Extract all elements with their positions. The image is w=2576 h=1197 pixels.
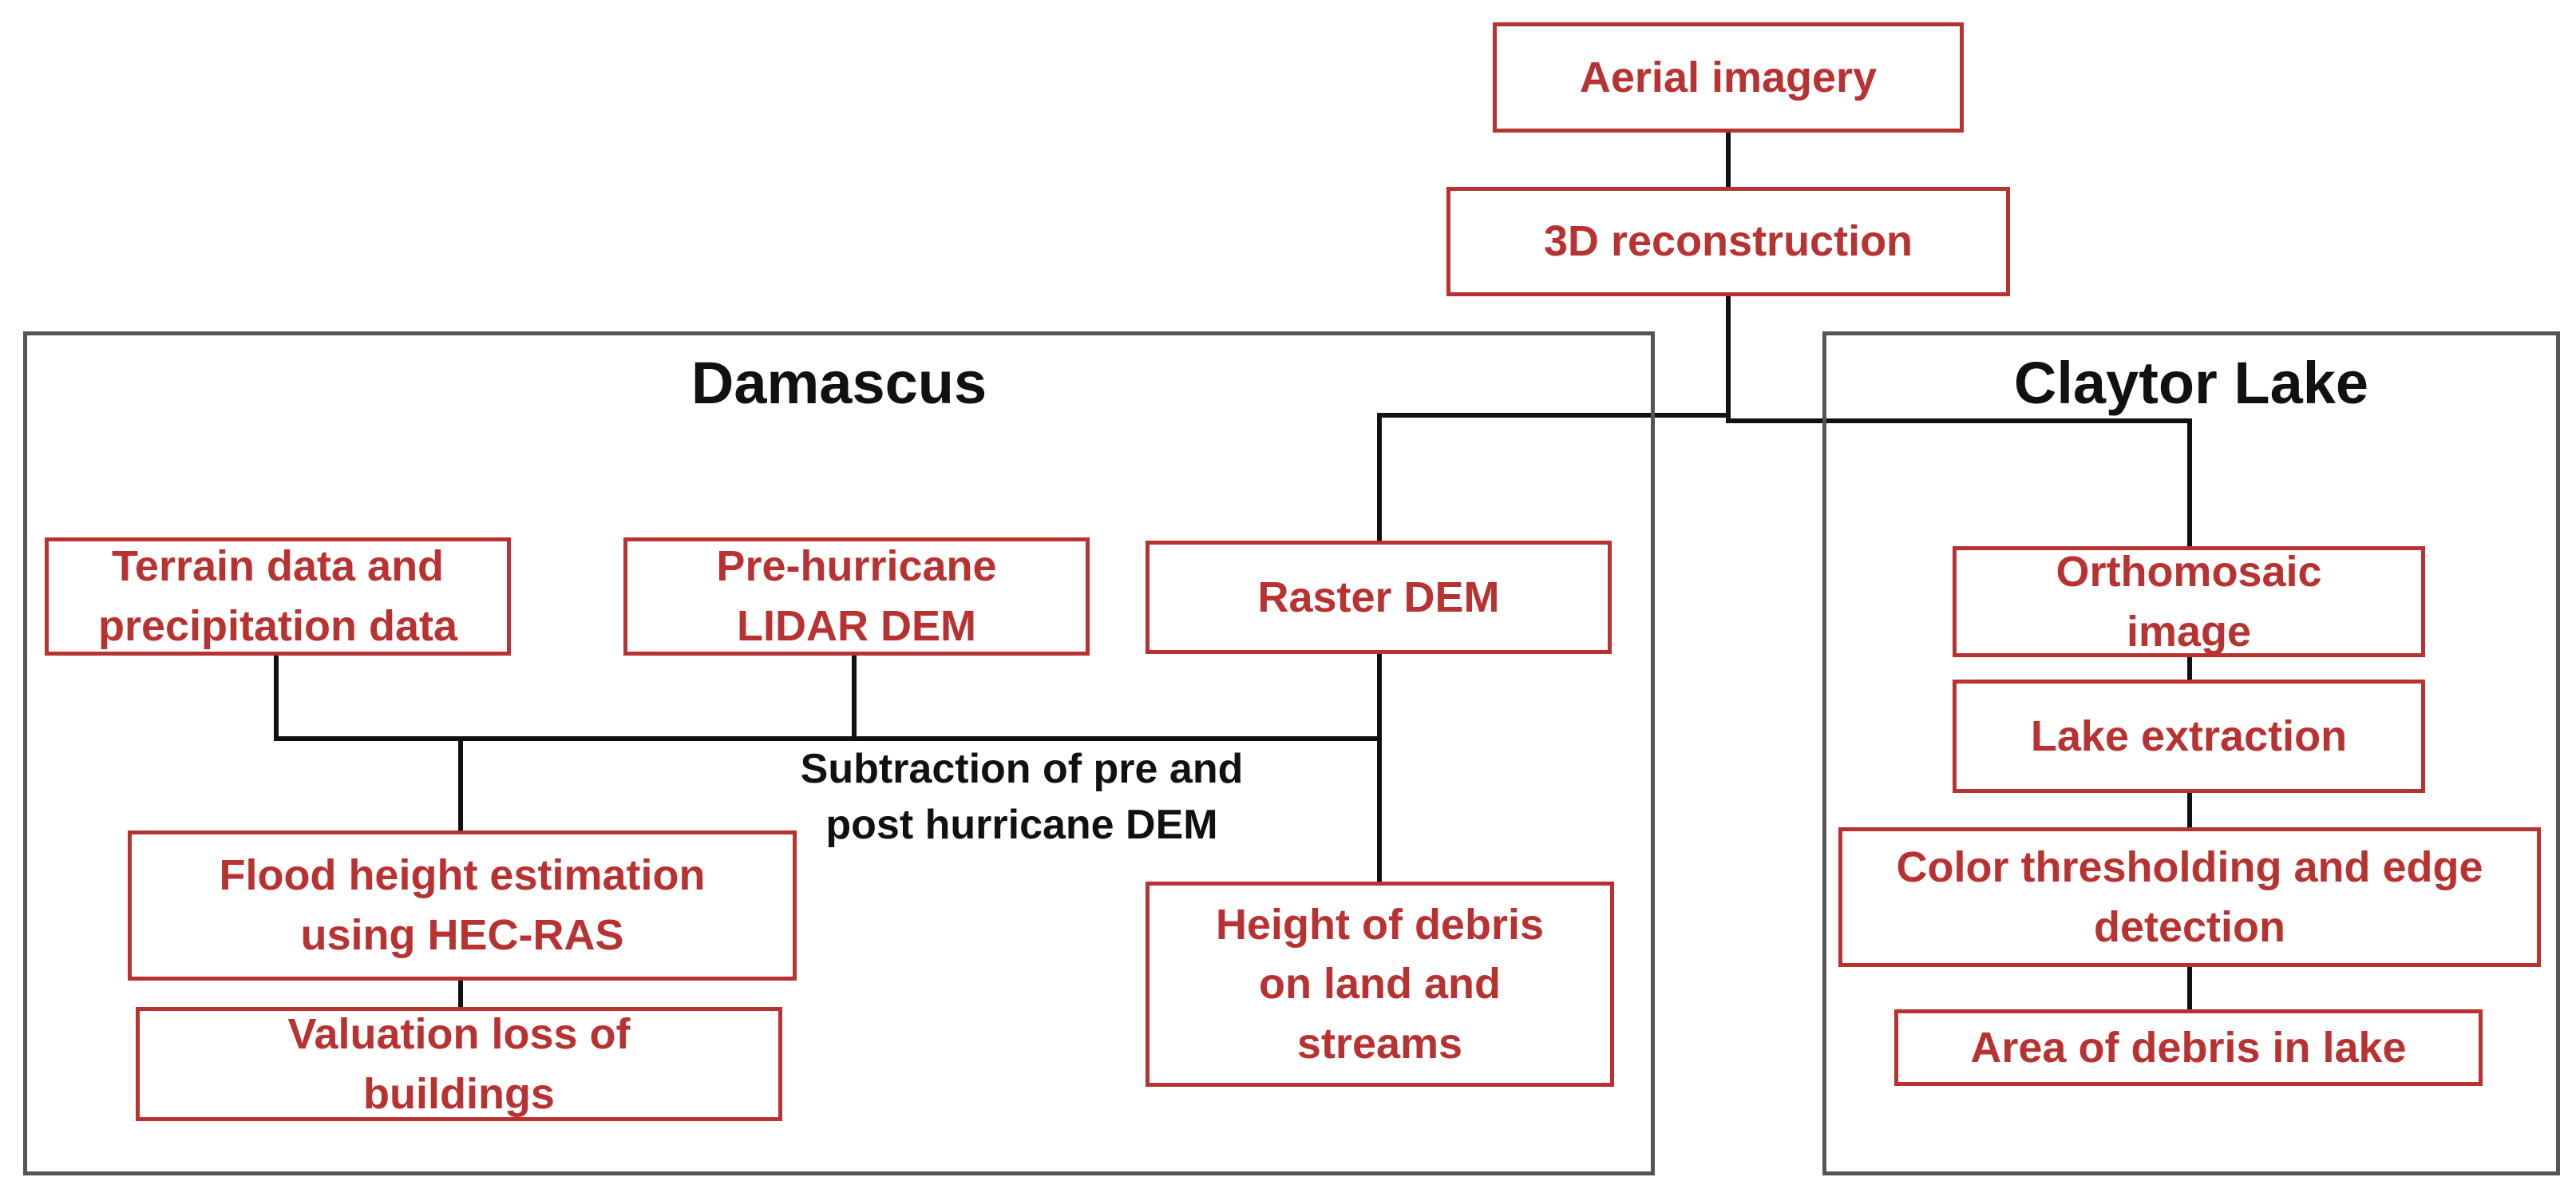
node-pre-hurricane-lidar: Pre-hurricane LIDAR DEM [623, 537, 1090, 656]
label-dem-subtraction: Subtraction of pre and post hurricane DE… [800, 746, 1244, 849]
node-lake-extraction: Lake extraction [1953, 680, 2425, 793]
node-orthomosaic-image: Orthomosaic image [1953, 546, 2425, 657]
region-damascus: Damascus [23, 331, 1655, 1175]
region-title-claytor-lake: Claytor Lake [2013, 350, 2369, 416]
node-terrain-precipitation: Terrain data and precipitation data [45, 537, 511, 656]
node-debris-height: Height of debris on land and streams [1146, 882, 1614, 1087]
node-aerial-imagery: Aerial imagery [1493, 22, 1964, 133]
node-color-thresholding: Color thresholding and edge detection [1838, 827, 2541, 967]
region-title-damascus: Damascus [690, 350, 987, 416]
region-claytor-lake: Claytor Lake [1822, 331, 2560, 1175]
node-3d-reconstruction: 3D reconstruction [1446, 187, 2010, 296]
node-flood-height-estimation: Flood height estimation using HEC-RAS [128, 830, 797, 981]
node-raster-dem: Raster DEM [1146, 541, 1612, 654]
node-debris-area: Area of debris in lake [1894, 1009, 2483, 1086]
node-valuation-loss: Valuation loss of buildings [136, 1007, 782, 1121]
